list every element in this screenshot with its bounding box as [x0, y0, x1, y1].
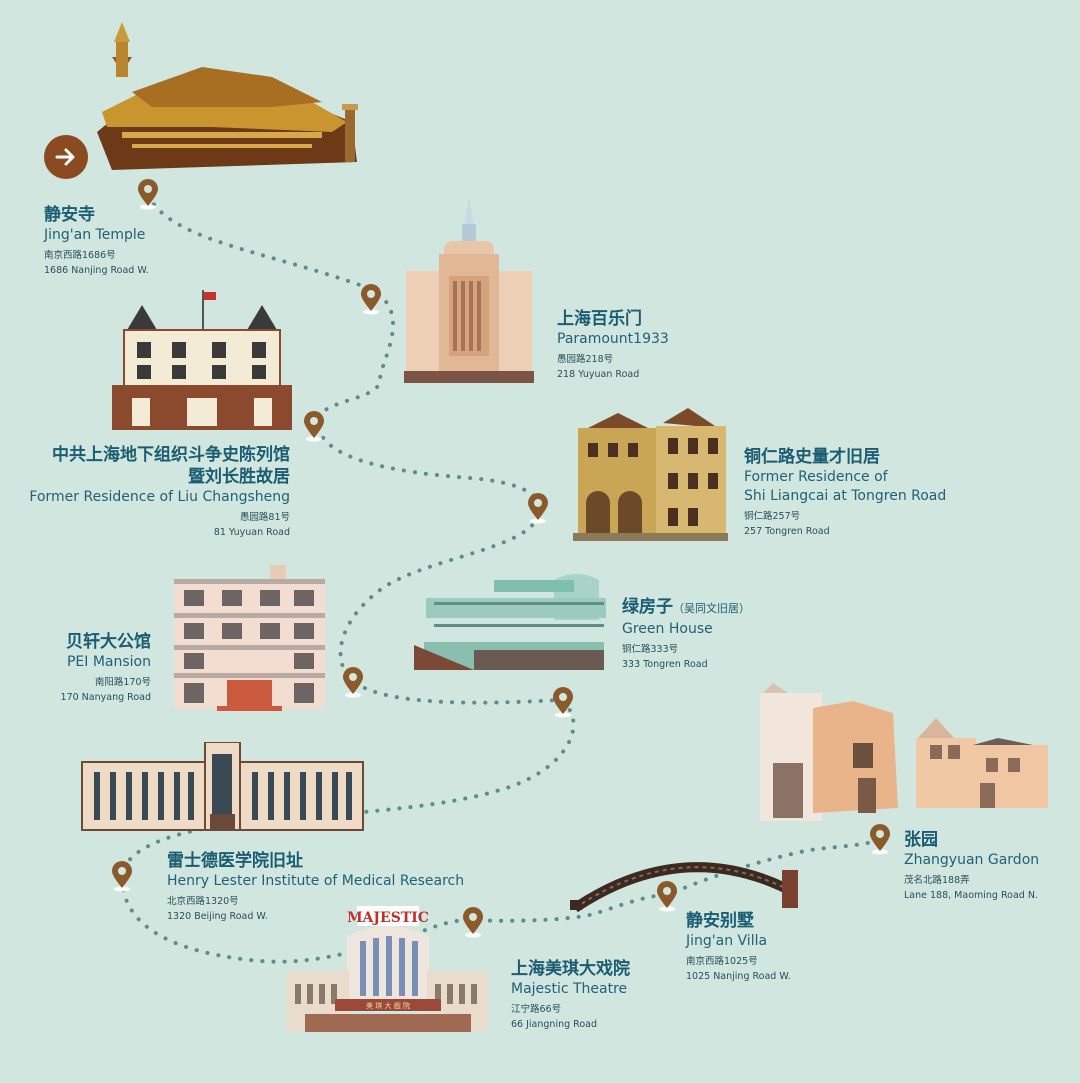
- jingan-villa-arch-illustration: [570, 862, 798, 912]
- label-pei-mansion: 贝轩大公馆 PEI Mansion 南阳路170号 170 Nanyang Roa…: [61, 631, 151, 705]
- address-zh: 南京西路1025号: [686, 956, 758, 967]
- location-name-en: PEI Mansion: [66, 654, 151, 670]
- location-name-zh: 静安别墅: [686, 911, 754, 931]
- map-pin-icon[interactable]: [868, 823, 892, 855]
- address-zh: 愚园路81号: [239, 512, 290, 523]
- label-zhangyuan: 张园 Zhangyuan Gardon 茂名北路188弄 Lane 188, Ma…: [904, 829, 1039, 903]
- address-zh: 南阳路170号: [94, 677, 151, 688]
- liu-changsheng-illustration: [112, 290, 292, 430]
- pei-mansion-illustration: [174, 565, 325, 711]
- address-zh: 铜仁路333号: [622, 644, 679, 655]
- label-majestic: 上海美琪大戏院 Majestic Theatre 江宁路66号 66 Jiangn…: [511, 958, 630, 1032]
- address-zh: 铜仁路257号: [744, 511, 801, 522]
- shi-liangcai-illustration: [573, 408, 728, 541]
- jingan-temple-illustration: [97, 22, 358, 170]
- address-en: 170 Nanyang Road: [60, 692, 151, 703]
- map-pin-icon[interactable]: [136, 178, 160, 210]
- label-liu-changsheng: 中共上海地下组织斗争史陈列馆 暨刘长胜故居 Former Residence o…: [29, 444, 290, 540]
- label-jingan-villa: 静安别墅 Jing'an Villa 南京西路1025号 1025 Nanjing…: [686, 910, 791, 984]
- next-arrow-button[interactable]: [44, 135, 88, 179]
- map-pin-icon[interactable]: [341, 666, 365, 698]
- location-name-zh: 绿房子: [622, 597, 673, 617]
- map-pin-icon[interactable]: [526, 492, 550, 524]
- address-zh: 南京西路1686号: [44, 250, 116, 261]
- map-pin-icon[interactable]: [302, 410, 326, 442]
- label-paramount: 上海百乐门 Paramount1933 愚园路218号 218 Yuyuan Ro…: [557, 308, 669, 382]
- label-henry-lester: 雷士德医学院旧址 Henry Lester Institute of Medic…: [167, 850, 464, 924]
- green-house-illustration: [414, 573, 606, 670]
- map-pin-icon[interactable]: [110, 860, 134, 892]
- label-shi-liangcai: 铜仁路史量才旧居 Former Residence of Shi Liangca…: [744, 446, 946, 539]
- location-name-zh: 贝轩大公馆: [66, 632, 151, 652]
- location-note-zh: （吴同文旧居）: [673, 602, 750, 615]
- address-en: 257 Tongren Road: [744, 526, 830, 537]
- map-pin-icon[interactable]: [655, 880, 679, 912]
- location-name-zh: 张园: [904, 830, 938, 850]
- location-name-zh: 中共上海地下组织斗争史陈列馆: [52, 445, 290, 465]
- location-name-zh: 上海百乐门: [557, 309, 642, 329]
- majestic-sign: MAJESTIC: [347, 910, 429, 926]
- location-name-en: Former Residence of: [744, 469, 888, 485]
- paramount-illustration: [404, 196, 534, 383]
- location-name-zh: 上海美琪大戏院: [511, 959, 630, 979]
- address-en: 1025 Nanjing Road W.: [686, 971, 791, 982]
- majestic-sign-zh: 美 琪 大 戲 院: [366, 1001, 410, 1010]
- henry-lester-illustration: [81, 742, 364, 831]
- location-name-en: Zhangyuan Gardon: [904, 852, 1040, 868]
- location-name-en: Majestic Theatre: [511, 981, 628, 997]
- map-pin-icon[interactable]: [461, 906, 485, 938]
- location-name-en: Green House: [622, 621, 713, 637]
- address-en: 218 Yuyuan Road: [557, 369, 640, 380]
- zhangyuan-illustration: [760, 683, 1048, 821]
- location-name-en: Jing'an Villa: [686, 933, 768, 949]
- address-zh: 茂名北路188弄: [904, 875, 970, 886]
- location-name-zh: 铜仁路史量才旧居: [744, 447, 880, 467]
- map-pin-icon[interactable]: [359, 283, 383, 315]
- arrow-right-icon: [55, 148, 75, 166]
- label-green-house: 绿房子（吴同文旧居） Green House 铜仁路333号 333 Tongre…: [622, 596, 750, 672]
- address-en: Lane 188, Maoming Road N.: [904, 890, 1038, 901]
- location-name-en: Paramount1933: [557, 331, 669, 347]
- location-name-zh: 静安寺: [44, 205, 95, 225]
- address-zh: 愚园路218号: [557, 354, 614, 365]
- address-en: 81 Yuyuan Road: [213, 527, 290, 538]
- address-en: 66 Jiangning Road: [511, 1019, 597, 1030]
- location-name-en-2: Shi Liangcai at Tongren Road: [744, 488, 947, 504]
- address-en: 333 Tongren Road: [622, 659, 708, 670]
- location-name-zh: 雷士德医学院旧址: [167, 851, 303, 871]
- label-jingan-temple: 静安寺 Jing'an Temple 南京西路1686号 1686 Nanjing…: [44, 204, 149, 278]
- address-en: 1320 Beijing Road W.: [167, 911, 268, 922]
- address-zh: 北京西路1320号: [167, 896, 239, 907]
- majestic-theatre-illustration: MAJESTIC 美 琪 大 戲 院: [287, 906, 488, 1032]
- location-name-en: Jing'an Temple: [44, 227, 146, 243]
- location-name-zh-2: 暨刘长胜故居: [188, 467, 290, 487]
- location-name-en: Former Residence of Liu Changsheng: [29, 489, 290, 505]
- address-en: 1686 Nanjing Road W.: [44, 265, 149, 276]
- address-zh: 江宁路66号: [511, 1004, 562, 1015]
- location-name-en: Henry Lester Institute of Medical Resear…: [167, 873, 465, 889]
- map-pin-icon[interactable]: [551, 686, 575, 718]
